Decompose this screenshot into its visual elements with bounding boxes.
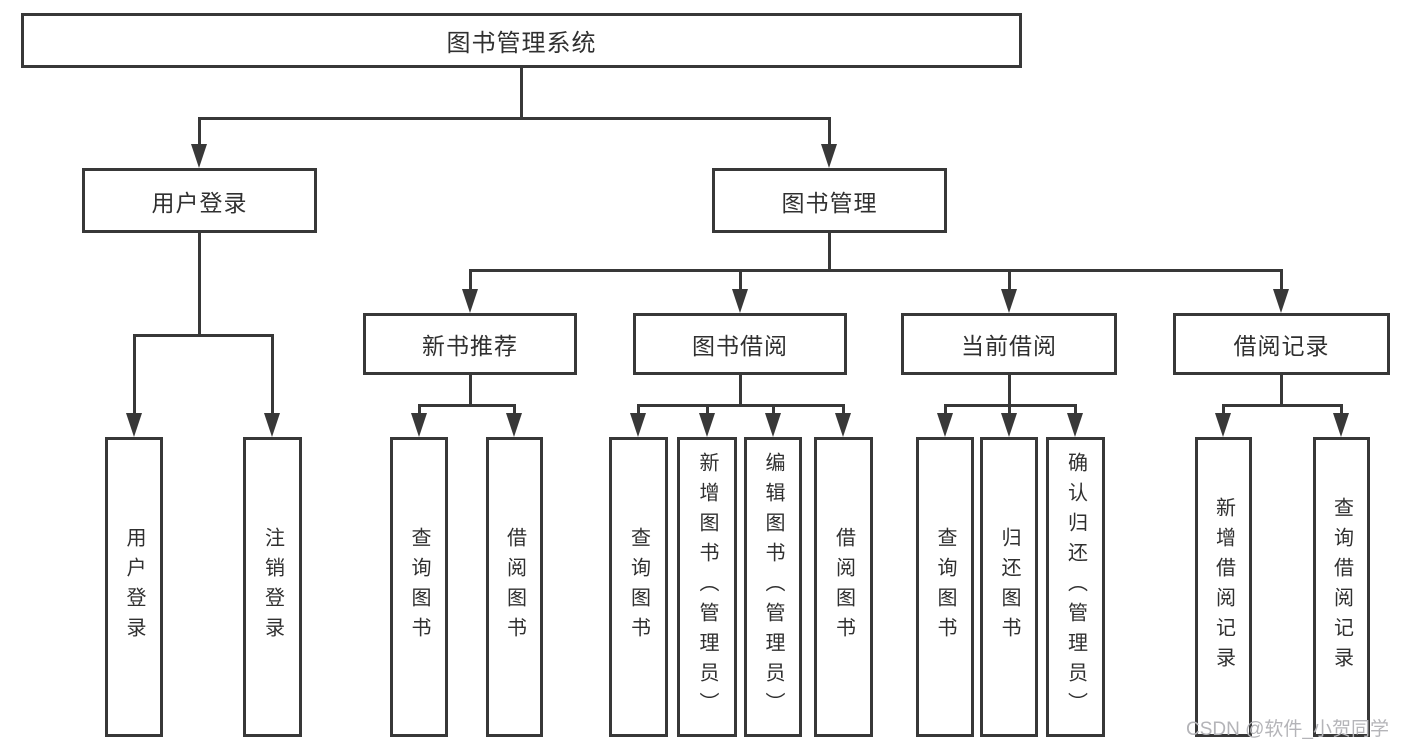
- node-leaf-bb-borrow-book: 借阅图书: [814, 437, 873, 737]
- connector-current-borrow-stem: [1008, 375, 1011, 407]
- connector-book-management-shaft: [828, 117, 831, 147]
- node-leaf-cb-return-book-label: 归还图书: [998, 527, 1020, 647]
- arrow-head-book-management: [821, 144, 837, 168]
- connector-leaf-br-add-shaft: [1222, 404, 1225, 417]
- node-leaf-bb-edit-book-admin-label: 编辑图书（管理员）: [762, 452, 784, 722]
- node-new-book-recommend: 新书推荐: [363, 313, 577, 375]
- arrow-head-leaf-br-query: [1333, 413, 1349, 437]
- connector-level1-branch: [198, 117, 831, 120]
- node-book-management-label: 图书管理: [781, 189, 878, 216]
- node-borrow-record: 借阅记录: [1173, 313, 1390, 375]
- arrow-head-leaf-logout: [264, 413, 280, 437]
- connector-leaf-cb-query-shaft: [944, 404, 947, 417]
- connector-new-book-branch: [418, 404, 516, 407]
- node-leaf-bb-add-book-admin: 新增图书（管理员）: [677, 437, 737, 737]
- arrow-head-user-login: [191, 144, 207, 168]
- node-leaf-user-login-label: 用户登录: [123, 527, 145, 647]
- node-leaf-bb-query-book: 查询图书: [609, 437, 668, 737]
- node-leaf-bb-query-book-label: 查询图书: [627, 527, 650, 647]
- connector-book-borrow-branch: [637, 404, 845, 407]
- node-leaf-logout: 注销登录: [243, 437, 302, 737]
- arrow-head-leaf-nb-query: [411, 413, 427, 437]
- connector-leaf-cb-return-shaft: [1008, 404, 1011, 417]
- connector-book-borrow-shaft: [739, 269, 742, 291]
- connector-user-login-branch: [133, 334, 274, 337]
- connector-leaf-bb-add-shaft: [706, 404, 709, 417]
- connector-leaf-nb-query-shaft: [418, 404, 421, 417]
- node-leaf-user-login: 用户登录: [105, 437, 163, 737]
- node-book-borrow-label: 图书借阅: [692, 333, 788, 359]
- connector-leaf-bb-borrow-shaft: [842, 404, 845, 417]
- connector-book-borrow-stem: [739, 375, 742, 407]
- node-leaf-nb-query-book-label: 查询图书: [408, 527, 430, 647]
- node-leaf-logout-label: 注销登录: [261, 527, 284, 647]
- connector-leaf-bb-edit-shaft: [772, 404, 775, 417]
- arrow-head-leaf-nb-borrow: [506, 413, 522, 437]
- connector-leaf-cb-confirm-shaft: [1074, 404, 1077, 417]
- node-leaf-nb-borrow-book-label: 借阅图书: [503, 527, 526, 647]
- node-leaf-cb-return-book: 归还图书: [980, 437, 1038, 737]
- connector-new-book-shaft: [469, 269, 472, 291]
- arrow-head-leaf-bb-query: [630, 413, 646, 437]
- node-leaf-br-add-record: 新增借阅记录: [1195, 437, 1252, 737]
- connector-user-login-stem: [198, 233, 201, 337]
- node-leaf-cb-query-book-label: 查询图书: [934, 527, 956, 647]
- arrow-head-borrow-record: [1273, 289, 1289, 313]
- node-user-login-label: 用户登录: [151, 189, 248, 216]
- arrow-head-leaf-bb-add: [699, 413, 715, 437]
- node-current-borrow: 当前借阅: [901, 313, 1117, 375]
- arrow-head-leaf-br-add: [1215, 413, 1231, 437]
- watermark: CSDN @软件_小贺同学: [1186, 719, 1389, 740]
- connector-root-stem: [520, 68, 523, 118]
- node-leaf-bb-add-book-admin-label: 新增图书（管理员）: [696, 452, 718, 722]
- connector-leaf-nb-borrow-shaft: [513, 404, 516, 417]
- node-leaf-bb-borrow-book-label: 借阅图书: [832, 527, 855, 647]
- connector-book-management-stem: [828, 233, 831, 272]
- connector-leaf-logout-shaft: [271, 334, 274, 414]
- node-root: 图书管理系统: [21, 13, 1022, 68]
- arrow-head-leaf-bb-edit: [765, 413, 781, 437]
- node-leaf-nb-borrow-book: 借阅图书: [486, 437, 543, 737]
- connector-user-login-shaft: [198, 117, 201, 147]
- connector-current-borrow-shaft: [1008, 269, 1011, 291]
- node-book-management: 图书管理: [712, 168, 947, 233]
- connector-borrow-record-branch: [1222, 404, 1343, 407]
- arrow-head-book-borrow: [732, 289, 748, 313]
- node-leaf-cb-confirm-return-admin-label: 确认归还（管理员）: [1064, 452, 1087, 722]
- node-borrow-record-label: 借阅记录: [1233, 333, 1330, 359]
- node-root-label: 图书管理系统: [446, 30, 597, 57]
- arrow-head-leaf-user-login: [126, 413, 142, 437]
- arrow-head-new-book: [462, 289, 478, 313]
- node-leaf-br-query-record-label: 查询借阅记录: [1330, 497, 1353, 677]
- arrow-head-current-borrow: [1001, 289, 1017, 313]
- node-user-login: 用户登录: [82, 168, 317, 233]
- connector-borrow-record-shaft: [1280, 269, 1283, 291]
- node-leaf-cb-query-book: 查询图书: [916, 437, 974, 737]
- connector-level2-branch: [469, 269, 1283, 272]
- connector-leaf-bb-query-shaft: [637, 404, 640, 417]
- node-current-borrow-label: 当前借阅: [961, 333, 1057, 359]
- arrow-head-leaf-bb-borrow: [835, 413, 851, 437]
- arrow-head-leaf-cb-return: [1001, 413, 1017, 437]
- arrow-head-leaf-cb-query: [937, 413, 953, 437]
- node-leaf-br-add-record-label: 新增借阅记录: [1212, 497, 1235, 677]
- connector-leaf-user-login-shaft: [133, 334, 136, 414]
- node-book-borrow: 图书借阅: [633, 313, 847, 375]
- connector-leaf-br-query-shaft: [1340, 404, 1343, 417]
- node-leaf-br-query-record: 查询借阅记录: [1313, 437, 1370, 737]
- node-leaf-cb-confirm-return-admin: 确认归还（管理员）: [1046, 437, 1105, 737]
- node-new-book-recommend-label: 新书推荐: [422, 333, 518, 359]
- arrow-head-leaf-cb-confirm: [1067, 413, 1083, 437]
- connector-new-book-stem: [469, 375, 472, 407]
- node-leaf-bb-edit-book-admin: 编辑图书（管理员）: [744, 437, 802, 737]
- node-leaf-nb-query-book: 查询图书: [390, 437, 448, 737]
- connector-borrow-record-stem: [1280, 375, 1283, 407]
